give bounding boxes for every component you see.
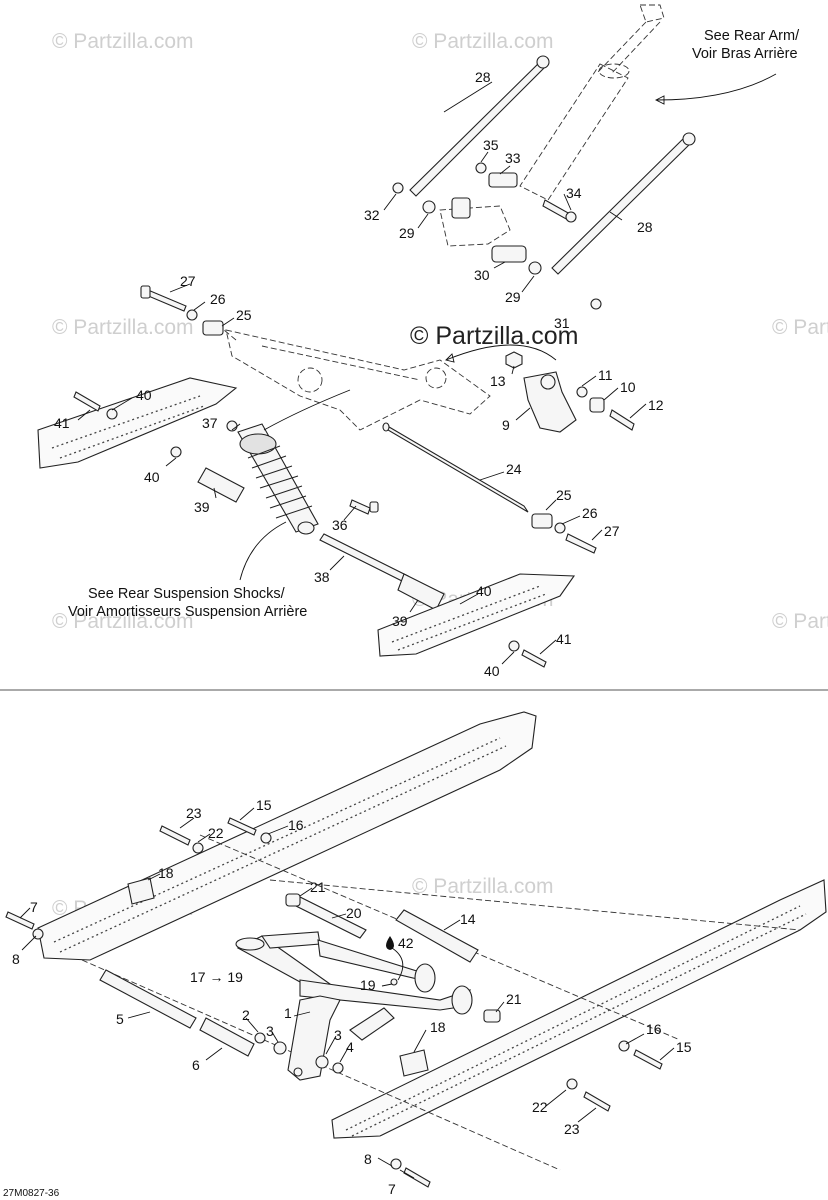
callout-24: 24 [506, 461, 522, 477]
callout-21: 21 [506, 991, 522, 1007]
rear-shock-context [519, 4, 665, 201]
callout-12: 12 [648, 397, 664, 413]
callout-3: 3 [266, 1023, 274, 1039]
callout-8: 8 [364, 1151, 372, 1167]
callout-17-19: 17 → 19 [190, 969, 243, 985]
bracket-9 [523, 371, 577, 433]
callout-18: 18 [158, 865, 174, 881]
callout-19: 19 [360, 977, 376, 993]
shock-absorber [226, 420, 319, 535]
callout-7: 7 [30, 899, 38, 915]
spacer-18 [127, 877, 155, 905]
arm-1 [287, 995, 341, 1081]
callout-25: 25 [556, 487, 572, 503]
callout-13: 13 [490, 373, 506, 389]
note-rear-arm: Voir Bras Arrière [692, 46, 798, 62]
shaft-5 [99, 969, 197, 1029]
rear-arm-frame [225, 329, 491, 431]
callout-40: 40 [476, 583, 492, 599]
note-rear-shocks: Voir Amortisseurs Suspension Arrière [68, 604, 307, 620]
watermark-text: © Partzilla.com [772, 316, 828, 339]
shaft-38 [319, 533, 409, 583]
link-rod-28 [551, 133, 695, 275]
callout-28: 28 [475, 69, 491, 85]
spacer-18 [399, 1049, 429, 1077]
callout-40: 40 [484, 663, 500, 679]
callout-23: 23 [564, 1121, 580, 1137]
watermark-text: © Partzilla.com [52, 30, 194, 53]
callout-7: 7 [388, 1181, 396, 1197]
oil-drop-icon [386, 936, 394, 950]
callout-27: 27 [604, 523, 620, 539]
shaft-14 [395, 909, 479, 963]
watermark-text: © Partzilla.com [412, 30, 554, 53]
callout-37: 37 [202, 415, 218, 431]
callout-5: 5 [116, 1011, 124, 1027]
callout-27: 27 [180, 273, 196, 289]
right-rail [331, 879, 827, 1139]
top-assembly: See Rear Arm/ Voir Bras Arrière See Rear… [37, 4, 800, 679]
bottom-assembly: 23 15 22 16 18 21 20 14 7 8 42 17 → 19 1… [5, 711, 827, 1197]
callout-6: 6 [192, 1057, 200, 1073]
callout-11: 11 [598, 367, 613, 383]
callout-35: 35 [483, 137, 499, 153]
callout-26: 26 [582, 505, 598, 521]
callout-9: 9 [502, 417, 510, 433]
callout-29: 29 [505, 289, 521, 305]
callout-41: 41 [54, 415, 70, 431]
callout-29: 29 [399, 225, 415, 241]
callout-34: 34 [566, 185, 582, 201]
rail-fragment [377, 573, 576, 657]
callout-15: 15 [676, 1039, 692, 1055]
callout-10: 10 [620, 379, 636, 395]
callout-16: 16 [646, 1021, 662, 1037]
callout-22: 22 [532, 1099, 548, 1115]
callout-26: 26 [210, 291, 226, 307]
callout-33: 33 [505, 150, 521, 166]
callout-8: 8 [12, 951, 20, 967]
spacer-39 [197, 467, 245, 503]
callout-15: 15 [256, 797, 272, 813]
callout-20: 20 [346, 905, 362, 921]
callout-23: 23 [186, 805, 202, 821]
watermark-text: © Partzilla.com [412, 875, 554, 898]
callout-39: 39 [194, 499, 210, 515]
callout-25: 25 [236, 307, 252, 323]
watermark-text: © Partzilla.com [772, 610, 828, 633]
callout-40: 40 [136, 387, 152, 403]
callout-28: 28 [637, 219, 653, 235]
callout-42: 42 [398, 935, 414, 951]
callout-18: 18 [430, 1019, 446, 1035]
callout-38: 38 [314, 569, 330, 585]
callout-14: 14 [460, 911, 476, 927]
callout-21: 21 [310, 879, 326, 895]
note-rear-arm: See Rear Arm/ [704, 28, 800, 44]
callout-3: 3 [334, 1027, 342, 1043]
callout-30: 30 [474, 267, 490, 283]
watermark-text: © Partzilla.com [52, 610, 194, 633]
callout-22: 22 [208, 825, 224, 841]
callout-1: 1 [284, 1005, 292, 1021]
note-rear-shocks: See Rear Suspension Shocks/ [88, 586, 286, 602]
callout-31: 31 [554, 315, 570, 331]
callout-39: 39 [392, 613, 408, 629]
spacer-6 [199, 1017, 255, 1057]
callout-41: 41 [556, 631, 572, 647]
diagram-code: 27M0827-36 [3, 1188, 60, 1199]
callout-4: 4 [346, 1039, 354, 1055]
watermark-center: © Partzilla.com [410, 322, 578, 350]
callout-2: 2 [242, 1007, 250, 1023]
callout-16: 16 [288, 817, 304, 833]
callout-36: 36 [332, 517, 348, 533]
rail-fragment [37, 377, 238, 469]
watermark-text: © Partzilla.com [52, 316, 194, 339]
callout-32: 32 [364, 207, 380, 223]
callout-40: 40 [144, 469, 160, 485]
